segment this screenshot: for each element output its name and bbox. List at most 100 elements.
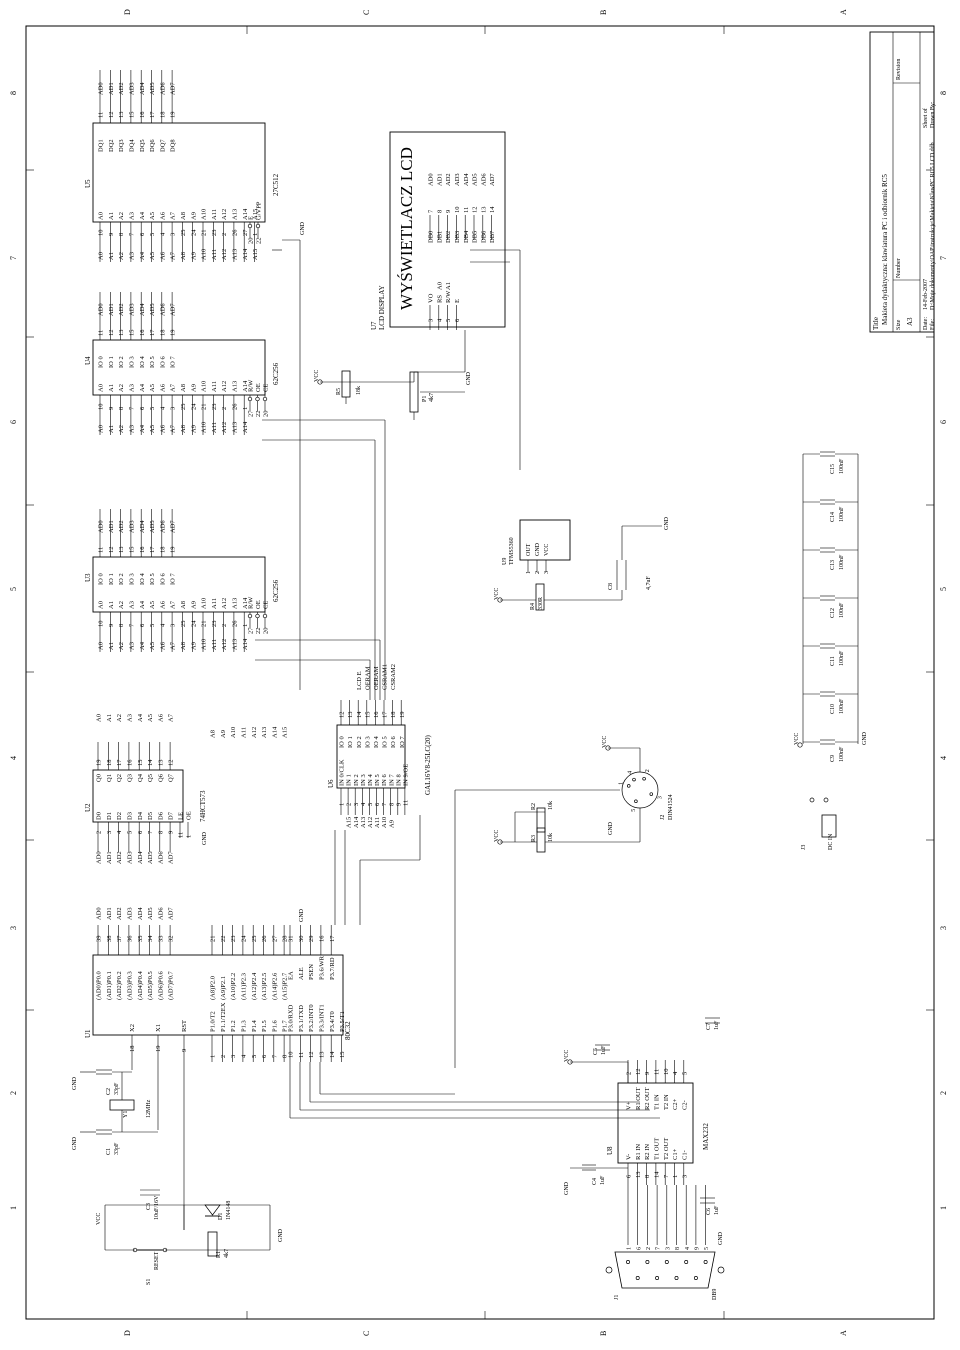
r5-ref: R5 bbox=[336, 388, 342, 395]
u2-ref: U2 bbox=[84, 803, 92, 812]
u8-left-number: 3 bbox=[681, 1175, 688, 1178]
u6-io-name: IO 6 bbox=[390, 736, 397, 748]
u2-q-number: 12 bbox=[168, 760, 175, 767]
u5-dq-number: 15 bbox=[129, 112, 136, 119]
zone-marker-row: A bbox=[839, 9, 848, 15]
u3-io-number: 19 bbox=[170, 547, 177, 554]
u4-io-name: IO 6 bbox=[159, 356, 166, 368]
u5-addr-number: 2 bbox=[221, 233, 228, 236]
u1-p3-number: 11 bbox=[298, 1052, 305, 1058]
u1-ctrl-number: 16 bbox=[319, 935, 326, 942]
decoupling-cap-ref: C15 bbox=[830, 464, 836, 474]
u7-db-number: 13 bbox=[480, 207, 487, 214]
u6-io-name: IO 7 bbox=[399, 736, 406, 748]
u1-ctrl-name: P3.6/WR bbox=[319, 955, 326, 980]
u5-addr-name: A8 bbox=[180, 212, 187, 220]
u2-body bbox=[92, 769, 184, 823]
zone-marker-column: 6 bbox=[939, 420, 948, 424]
u4-addr-number: 25 bbox=[180, 404, 187, 411]
zone-marker-column: 4 bbox=[9, 756, 18, 760]
u2-d-net: AD0 bbox=[96, 851, 103, 864]
u1-p1-number: 1 bbox=[210, 1055, 217, 1058]
u5-dq-name: DQ5 bbox=[139, 139, 146, 152]
u3-ctrl-bubble bbox=[247, 613, 253, 619]
u1-p1-name: P1.4 bbox=[251, 1020, 258, 1032]
zone-marker-column: 2 bbox=[939, 1091, 948, 1095]
u1-ref: U1 bbox=[84, 1029, 92, 1038]
u8-right-number: 2 bbox=[626, 1072, 633, 1075]
u4-addr-net: A8 bbox=[180, 425, 187, 433]
u6-io-number: 15 bbox=[364, 712, 371, 719]
gnd-label: GND bbox=[718, 1231, 724, 1245]
u5-addr-number: 3 bbox=[170, 233, 177, 236]
u6-body bbox=[336, 724, 406, 789]
j1-part: DB9 bbox=[712, 1289, 718, 1300]
u4-io-name: IO 2 bbox=[118, 356, 125, 368]
u2-d-net: AD1 bbox=[106, 851, 113, 864]
u3-io-number: 18 bbox=[159, 547, 166, 554]
zone-marker-row: B bbox=[599, 10, 608, 15]
j1-pin-number: 8 bbox=[675, 1247, 681, 1250]
u5-addr-net: A10 bbox=[201, 249, 208, 260]
j2-pin-number: 2 bbox=[645, 769, 651, 772]
decoupling-cap-value: 100nF bbox=[839, 554, 845, 570]
y1-ref: Y1 bbox=[123, 1111, 129, 1118]
u1-p2-name: (A14)P2.6 bbox=[271, 972, 278, 1000]
zone-marker-column: 5 bbox=[9, 587, 18, 591]
u8-left-number: 13 bbox=[635, 1172, 642, 1179]
c6-ref: C6 bbox=[706, 1208, 712, 1215]
c6-value: 1uF bbox=[714, 1205, 720, 1215]
u3-io-name: IO 1 bbox=[108, 573, 115, 585]
u1-p1-name: P1.2 bbox=[230, 1020, 237, 1032]
u2-d-name: D6 bbox=[157, 811, 164, 820]
u6-in-name: IN 6 bbox=[381, 774, 388, 786]
u3-io-name: IO 3 bbox=[129, 573, 136, 585]
u3-ctrl-bubble bbox=[262, 613, 268, 619]
u4-addr-net: A12 bbox=[221, 422, 228, 433]
u2-q-name: Q5 bbox=[147, 774, 154, 782]
u7-db-name: DB7 bbox=[489, 230, 496, 243]
u4-addr-number: 10 bbox=[98, 404, 105, 411]
r3-body bbox=[536, 827, 546, 853]
u4-addr-net: A5 bbox=[149, 425, 156, 433]
u7-db-name: DB1 bbox=[436, 231, 443, 243]
u5-addr-name: A3 bbox=[129, 212, 136, 220]
u4-io-net: AD4 bbox=[139, 303, 146, 316]
u5-ctrl-number: 20 bbox=[248, 238, 255, 245]
u3-ref: U3 bbox=[84, 573, 92, 582]
j2-part: DIN41524 bbox=[668, 794, 674, 820]
file-path: D:\Moje dokumenty\OAP\instrukcje\Makieta… bbox=[930, 142, 936, 310]
u1-p2-net: A14 bbox=[271, 726, 278, 738]
u5-dq-name: DQ1 bbox=[98, 139, 105, 152]
u2-q-name: Q2 bbox=[116, 774, 123, 782]
u6-io-number: 14 bbox=[356, 711, 363, 718]
u1-p2-net: A11 bbox=[241, 727, 248, 738]
u4-addr-name: A3 bbox=[129, 384, 136, 392]
u1-p2-name: (A11)P2.3 bbox=[241, 973, 248, 1000]
u6-io-number: 16 bbox=[373, 711, 380, 718]
u3-addr-number: 9 bbox=[108, 624, 115, 627]
zone-marker-row: C bbox=[362, 10, 371, 15]
r4-ref: R4 bbox=[530, 603, 536, 610]
u5-addr-net: A2 bbox=[118, 252, 125, 260]
j2-pin bbox=[649, 792, 654, 796]
u6-ref: U6 bbox=[327, 779, 335, 788]
date-label: Date: bbox=[923, 317, 929, 330]
u7-db-net: AD0 bbox=[428, 173, 435, 186]
u5-addr-number: 27 bbox=[242, 229, 249, 236]
vcc-port bbox=[797, 742, 803, 748]
u4-addr-name: A1 bbox=[108, 384, 115, 392]
u6-in-number: 2 bbox=[346, 803, 353, 806]
u3-io-name: IO 6 bbox=[159, 573, 166, 585]
u2-q-name: Q0 bbox=[96, 774, 103, 782]
u4-io-name: IO 1 bbox=[108, 356, 115, 368]
u2-q-number: 15 bbox=[137, 760, 144, 767]
u8-left-name: R2 IN bbox=[644, 1144, 651, 1160]
u2-d-name: D4 bbox=[137, 811, 144, 820]
u3-addr-name: A11 bbox=[211, 598, 218, 609]
u4-io-net: AD2 bbox=[118, 303, 125, 316]
u8-left-number: 1 bbox=[672, 1175, 679, 1178]
u4-addr-number: 24 bbox=[190, 403, 197, 410]
u6-in-number: 4 bbox=[360, 802, 367, 806]
gnd-label: GND bbox=[664, 516, 670, 530]
